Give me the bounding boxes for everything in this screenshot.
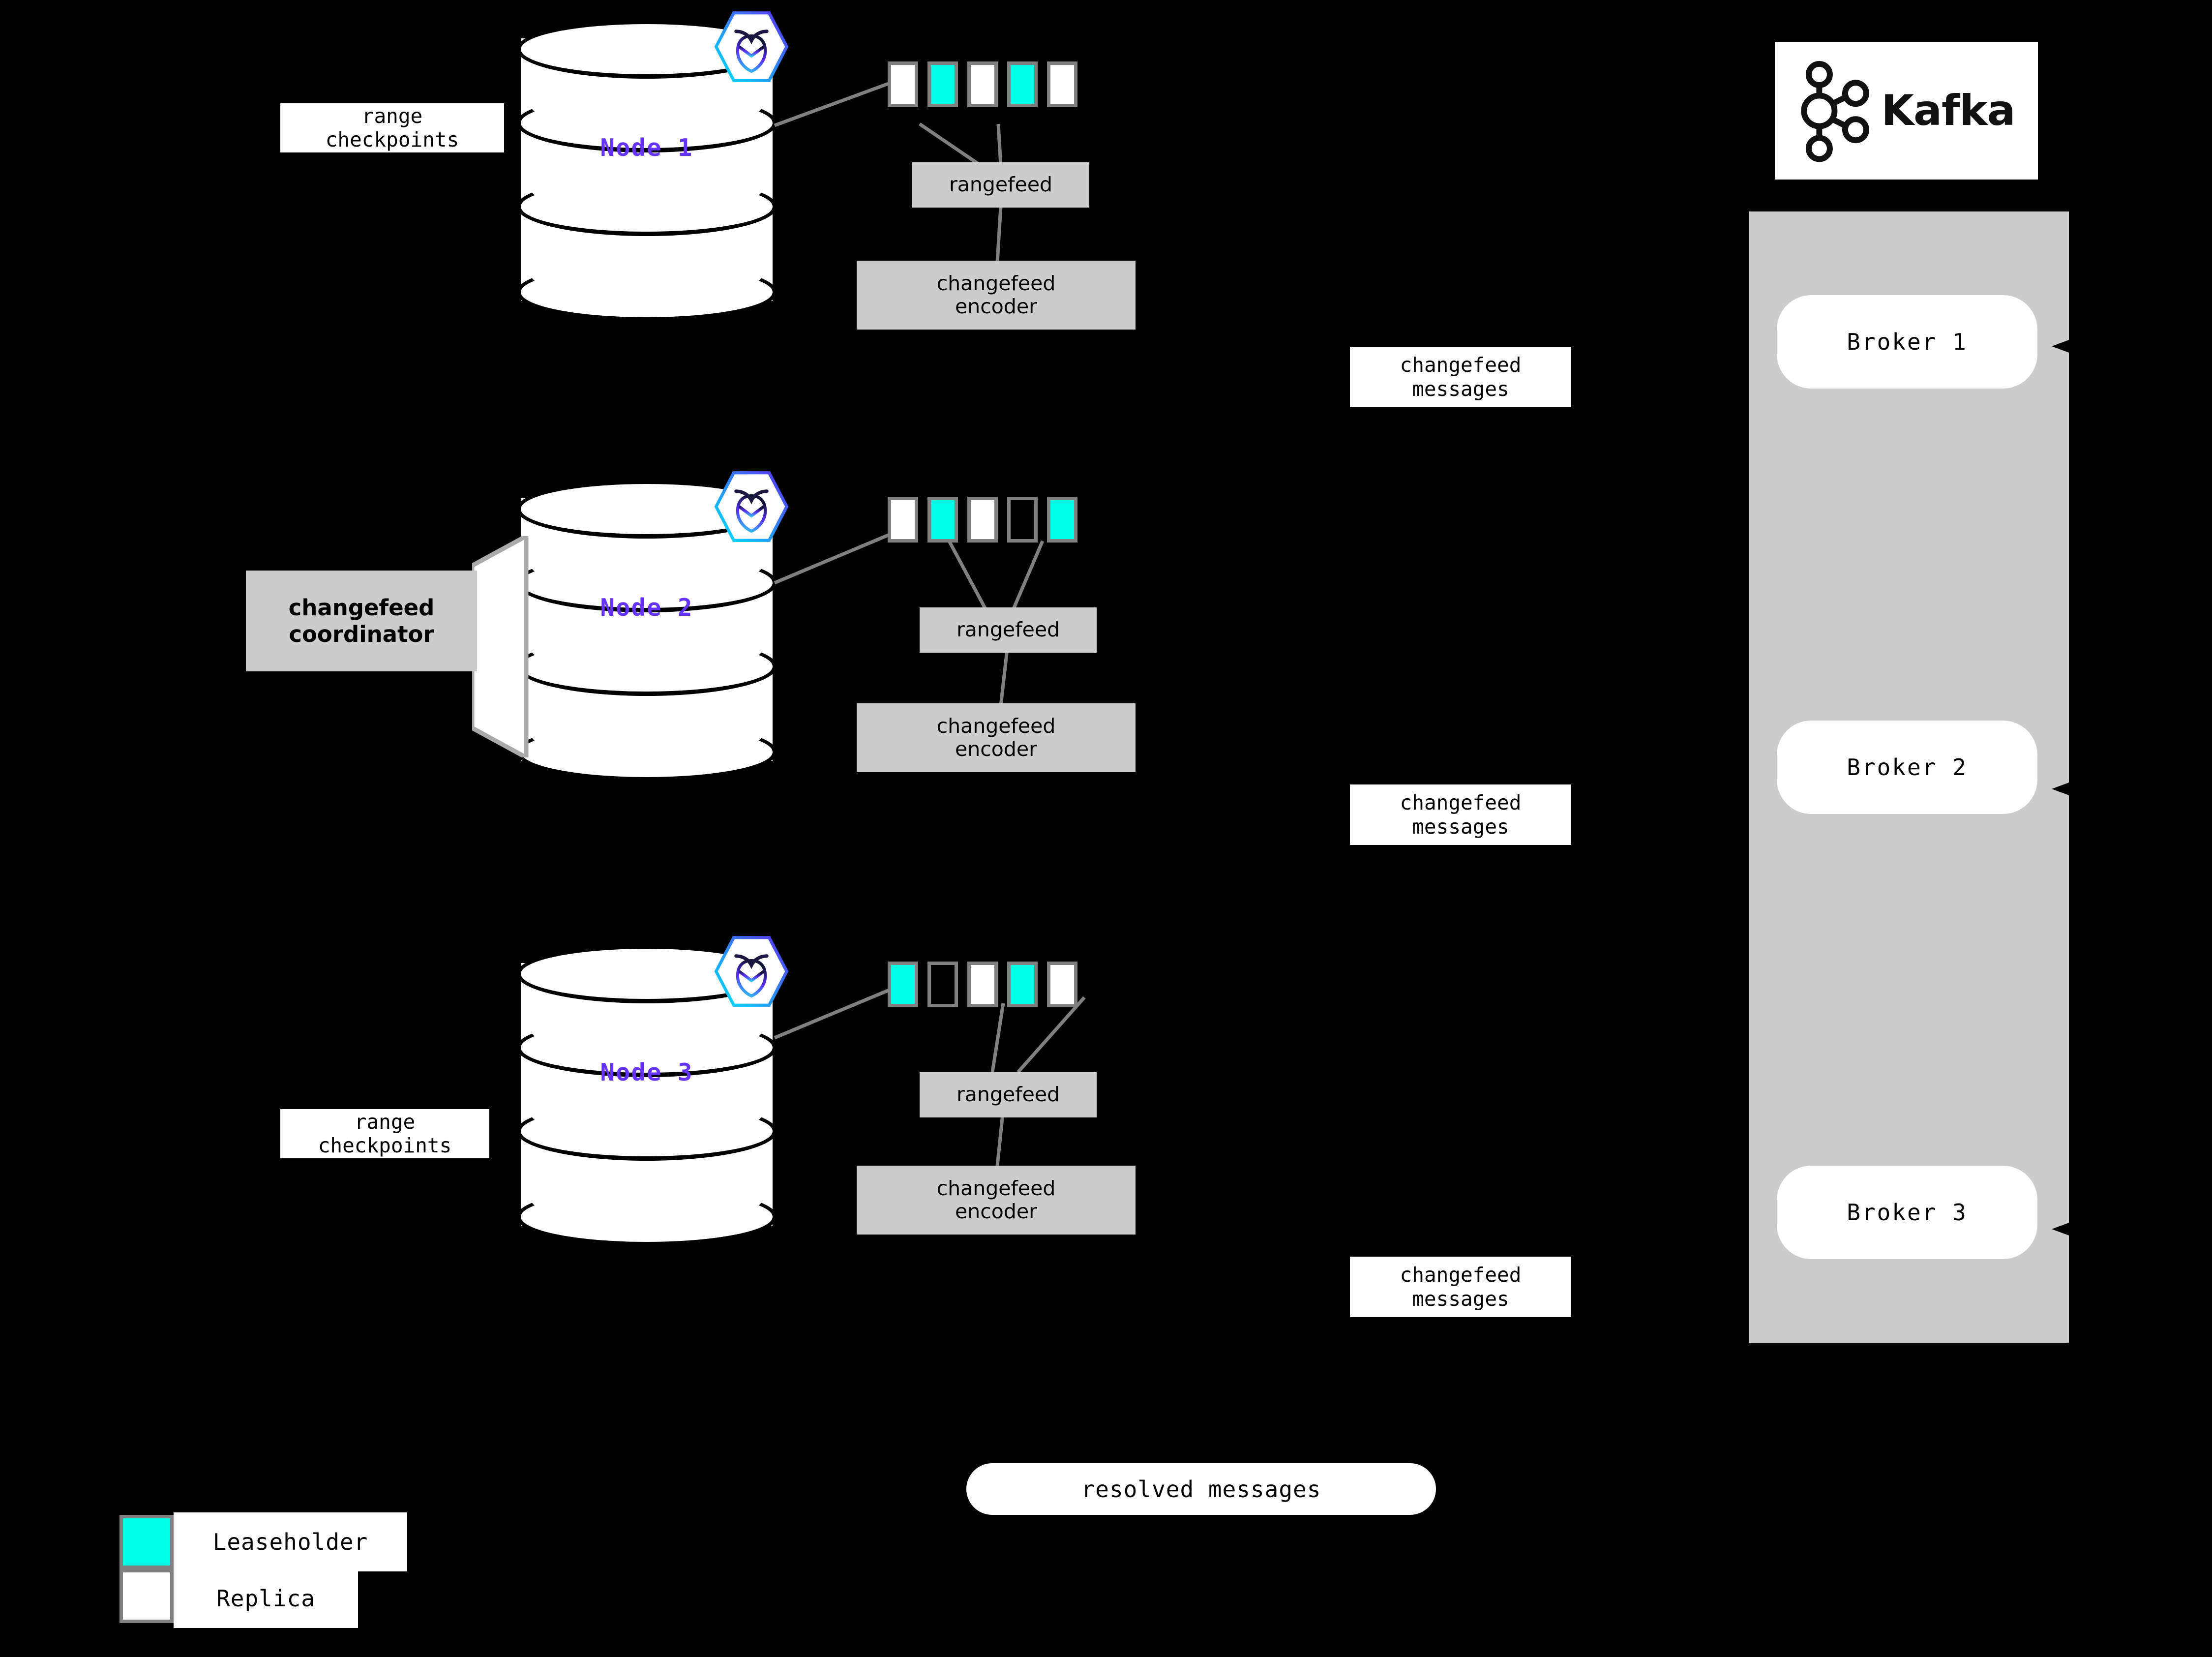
- node-3-ranges: [888, 962, 1077, 1007]
- range-checkpoints-line-2: checkpoints: [325, 128, 459, 151]
- range-checkpoints-line-2: checkpoints: [318, 1134, 452, 1157]
- range-leaseholder[interactable]: [927, 61, 958, 107]
- node-3-rangefeed-box[interactable]: rangefeed: [920, 1072, 1097, 1117]
- cylinder-body: [516, 38, 777, 301]
- messages-line-1: changefeed: [1400, 791, 1522, 815]
- encoder-line-1: changefeed: [936, 1176, 1056, 1200]
- changefeed-messages-label-3: changefeed messages: [1350, 1257, 1571, 1317]
- range-leaseholder[interactable]: [927, 497, 958, 542]
- kafka-logo-box: Kafka: [1775, 42, 2038, 180]
- node-2-rangefeed-box[interactable]: rangefeed: [920, 607, 1097, 653]
- changefeed-coordinator-box[interactable]: changefeed coordinator: [246, 571, 477, 671]
- range-empty[interactable]: [927, 962, 958, 1007]
- node-2-label: Node 2: [600, 594, 693, 622]
- cockroachdb-hexagon-icon: [712, 470, 791, 543]
- encoder-line-2: encoder: [955, 295, 1037, 318]
- legend-swatch-leaseholder: [120, 1515, 174, 1569]
- encoder-line-1: changefeed: [936, 271, 1056, 295]
- range-replica[interactable]: [888, 61, 918, 107]
- legend-label-leaseholder: Leaseholder: [174, 1512, 407, 1571]
- encoder-line-1: changefeed: [936, 714, 1056, 738]
- range-leaseholder[interactable]: [1007, 61, 1038, 107]
- node-3-cylinder: Node 3: [516, 944, 777, 1246]
- range-replica[interactable]: [1047, 61, 1077, 107]
- node-1-rangefeed-box[interactable]: rangefeed: [912, 162, 1089, 208]
- broker-3[interactable]: Broker 3: [1777, 1166, 2037, 1259]
- legend-label-replica: Replica: [174, 1569, 358, 1628]
- resolved-messages-pill[interactable]: resolved messages: [966, 1463, 1436, 1515]
- coordinator-line-2: coordinator: [289, 621, 434, 647]
- cockroachdb-hexagon-icon: [712, 10, 791, 84]
- messages-line-1: changefeed: [1400, 1263, 1522, 1287]
- node-1-range-checkpoints-label: range checkpoints: [280, 103, 504, 152]
- cylinder-bottom: [516, 723, 777, 782]
- range-replica[interactable]: [967, 962, 998, 1007]
- cylinder-band-2: [516, 637, 777, 696]
- range-leaseholder[interactable]: [1007, 962, 1038, 1007]
- cylinder-bottom: [516, 1187, 777, 1246]
- range-empty[interactable]: [1007, 497, 1038, 542]
- kafka-network-icon: [1801, 60, 1870, 162]
- cockroachdb-hexagon-icon: [712, 934, 791, 1008]
- broker-1[interactable]: Broker 1: [1777, 295, 2037, 389]
- kafka-inbound-arrowheads: [2052, 339, 2070, 1236]
- node-1-ranges: [888, 61, 1077, 107]
- kafka-wordmark: Kafka: [1881, 86, 2015, 135]
- cylinder-band-2: [516, 177, 777, 236]
- range-replica[interactable]: [967, 61, 998, 107]
- node-1-label: Node 1: [600, 134, 693, 162]
- messages-line-2: messages: [1412, 1287, 1509, 1311]
- node-3-label: Node 3: [600, 1058, 693, 1086]
- node-2-ranges: [888, 497, 1077, 542]
- cylinder-band-1: [516, 1018, 777, 1077]
- range-replica[interactable]: [967, 497, 998, 542]
- cylinder-body: [516, 963, 777, 1226]
- node-3-changefeed-encoder-box[interactable]: changefeed encoder: [857, 1166, 1136, 1235]
- coordinator-line-1: changefeed: [288, 595, 435, 621]
- range-leaseholder[interactable]: [1047, 497, 1077, 542]
- node-1-changefeed-encoder-box[interactable]: changefeed encoder: [857, 261, 1136, 330]
- messages-line-2: messages: [1412, 814, 1509, 839]
- cylinder-body: [516, 498, 777, 761]
- changefeed-coordinator-wedge: [472, 536, 529, 757]
- range-replica[interactable]: [1047, 962, 1077, 1007]
- range-leaseholder[interactable]: [888, 962, 918, 1007]
- messages-line-2: messages: [1412, 377, 1509, 401]
- node-3-range-checkpoints-label: range checkpoints: [280, 1109, 489, 1158]
- encoder-line-2: encoder: [955, 1200, 1037, 1223]
- changefeed-messages-label-1: changefeed messages: [1350, 347, 1571, 407]
- cylinder-bottom: [516, 263, 777, 322]
- range-checkpoints-line-1: range: [361, 104, 423, 128]
- range-checkpoints-line-1: range: [354, 1110, 416, 1134]
- broker-2[interactable]: Broker 2: [1777, 721, 2037, 814]
- messages-line-1: changefeed: [1400, 353, 1522, 377]
- range-replica[interactable]: [888, 497, 918, 542]
- legend-swatch-replica: [120, 1569, 174, 1623]
- changefeed-messages-label-2: changefeed messages: [1350, 784, 1571, 845]
- node-2-changefeed-encoder-box[interactable]: changefeed encoder: [857, 703, 1136, 772]
- cylinder-band-2: [516, 1102, 777, 1161]
- encoder-line-2: encoder: [955, 737, 1037, 761]
